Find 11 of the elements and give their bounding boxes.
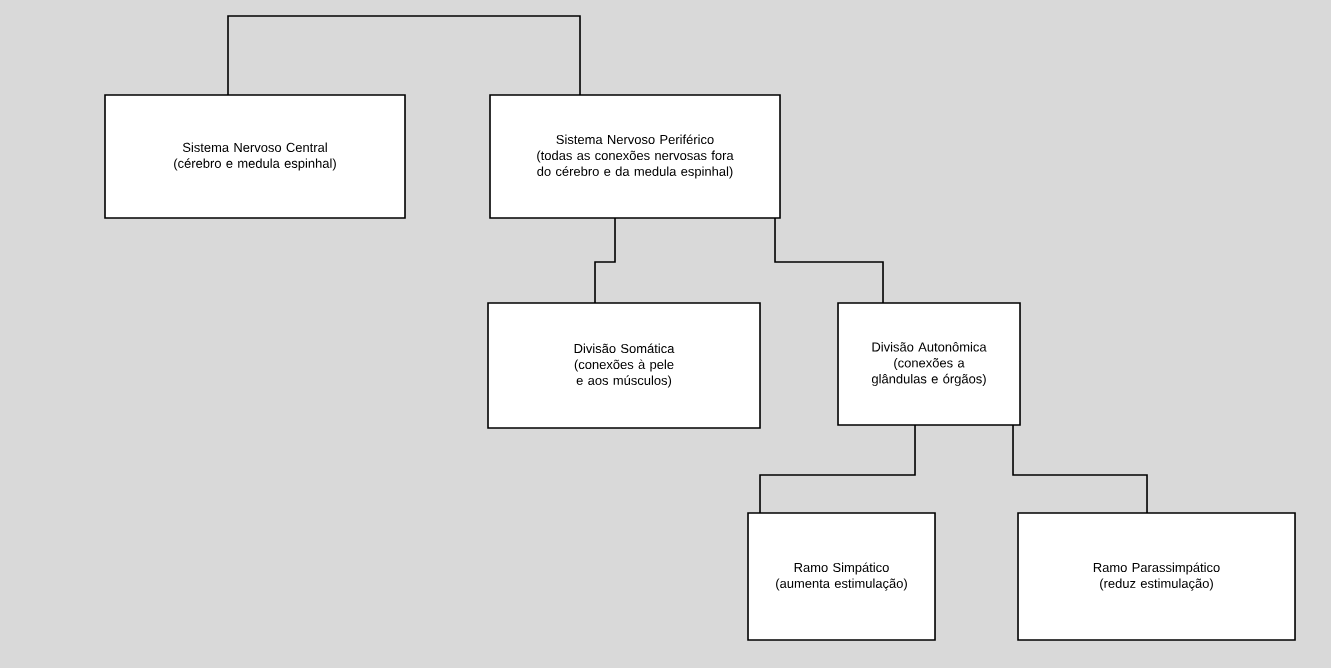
- text-box: Ramo Parassimpático (reduz estimulação): [1017, 512, 1296, 641]
- text-box: Divisão Somática (conexões à pele e aos músculos): [487, 302, 761, 429]
- text-box: Sistema Nervoso Periférico (todas as conexões nervosas fora do cérebro e da medula espinhal): [489, 94, 781, 219]
- text-box: Ramo Simpático (aumenta estimulação): [747, 512, 936, 641]
- connector-line: [759, 424, 916, 514]
- connector-line: [774, 217, 884, 304]
- text-box: Sistema Nervoso Central (cérebro e medula espinhal): [104, 94, 406, 219]
- connector-line: [594, 217, 616, 304]
- connector-line: [1012, 424, 1148, 514]
- text-box: Divisão Autonômica (conexões a glândulas e órgãos): [837, 302, 1021, 426]
- connector-line: [227, 15, 581, 96]
